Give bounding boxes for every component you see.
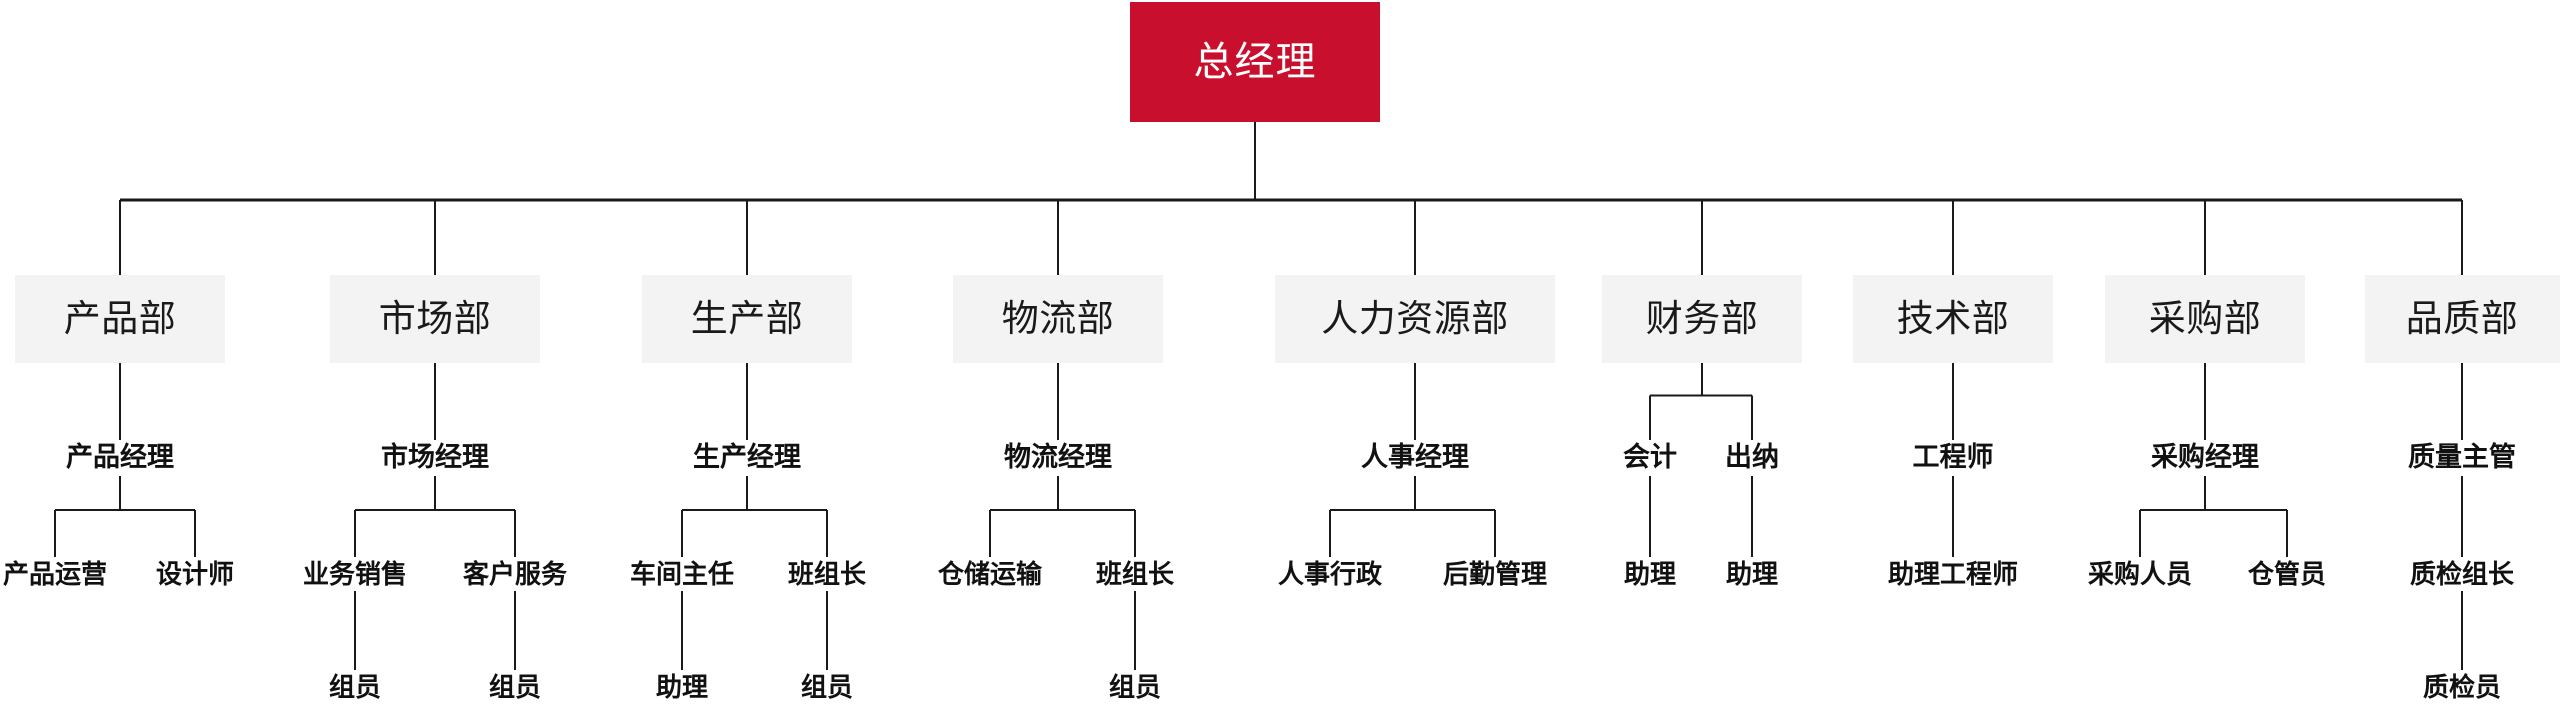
node-staff[interactable]: 人事行政 [1277,558,1382,589]
node-department[interactable]: 生产部 [642,275,852,363]
node-department[interactable]: 产品部 [15,275,225,363]
node-staff[interactable]: 客户服务 [462,558,567,589]
node-manager[interactable]: 出纳 [1725,442,1779,473]
node-staff[interactable]: 后勤管理 [1442,558,1547,589]
node-department[interactable]: 财务部 [1602,275,1802,363]
node-manager[interactable]: 人事经理 [1361,442,1469,473]
node-member[interactable]: 质检员 [2422,671,2501,702]
node-manager[interactable]: 会计 [1623,442,1677,473]
node-department[interactable]: 品质部 [2364,275,2560,363]
node-manager[interactable]: 工程师 [1912,442,1994,473]
node-manager[interactable]: 物流经理 [1004,442,1112,473]
node-member[interactable]: 组员 [328,671,381,702]
node-staff[interactable]: 助理 [1725,558,1778,589]
node-staff[interactable]: 质检组长 [2409,558,2514,589]
node-staff[interactable]: 班组长 [787,558,866,589]
node-manager[interactable]: 产品经理 [66,442,174,473]
node-root[interactable]: 总经理 [1130,2,1380,122]
node-manager[interactable]: 市场经理 [381,442,489,473]
node-staff[interactable]: 采购人员 [2087,558,2192,589]
node-staff[interactable]: 设计师 [155,558,234,589]
node-department[interactable]: 技术部 [1853,275,2053,363]
node-staff[interactable]: 助理工程师 [1887,558,2018,589]
node-department[interactable]: 人力资源部 [1275,275,1555,363]
node-department[interactable]: 采购部 [2105,275,2305,363]
node-member[interactable]: 组员 [800,671,853,702]
node-member[interactable]: 组员 [1108,671,1161,702]
node-member[interactable]: 组员 [488,671,541,702]
node-manager[interactable]: 生产经理 [693,442,801,473]
node-member[interactable]: 助理 [655,671,708,702]
node-manager[interactable]: 采购经理 [2151,442,2259,473]
node-department[interactable]: 市场部 [330,275,540,363]
node-staff[interactable]: 仓管员 [2247,558,2326,589]
node-staff[interactable]: 班组长 [1095,558,1174,589]
node-manager[interactable]: 质量主管 [2408,442,2516,473]
node-staff[interactable]: 产品运营 [2,558,107,589]
node-staff[interactable]: 业务销售 [302,558,407,589]
node-staff[interactable]: 仓储运输 [937,558,1042,589]
node-staff[interactable]: 助理 [1623,558,1676,589]
node-staff[interactable]: 车间主任 [629,558,734,589]
node-department[interactable]: 物流部 [953,275,1163,363]
